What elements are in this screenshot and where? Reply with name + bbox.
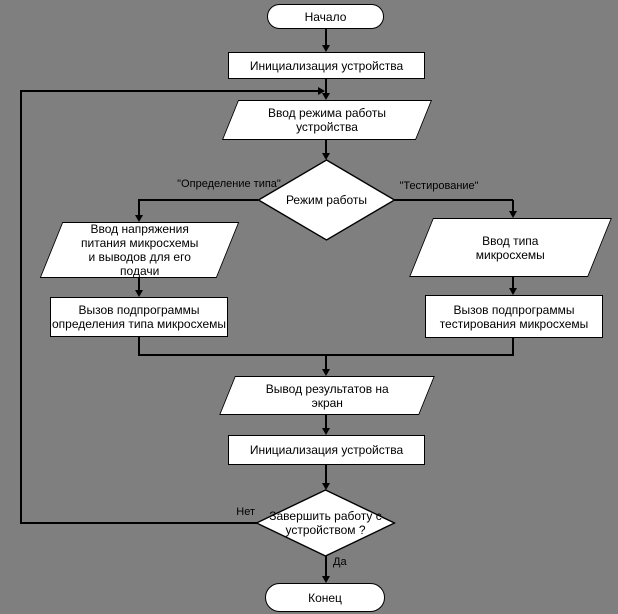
io-input-voltage: Ввод напряжения питания микросхемы и выв… <box>39 222 240 278</box>
arrowhead-icon <box>509 288 517 295</box>
arrowhead-icon <box>322 576 330 583</box>
arrowhead-icon <box>322 93 330 100</box>
decision-mode-label: Режим работы <box>285 193 368 207</box>
edge-detect-horizontal <box>138 199 258 201</box>
arrowhead-icon <box>322 483 330 490</box>
edge-calldetect-down <box>138 337 140 355</box>
arrowhead-icon <box>322 45 330 52</box>
decision-finish: Завершить работу с устройством ? <box>255 489 396 557</box>
terminator-end-label: Конец <box>308 590 342 605</box>
edge-calltest-down <box>512 338 514 355</box>
io-input-voltage-label: Ввод напряжения питания микросхемы и выв… <box>80 222 199 278</box>
arrowhead-icon <box>135 215 143 222</box>
edge-test-vertical <box>512 200 514 212</box>
io-input-chip-type: Ввод типа микросхемы <box>409 218 612 277</box>
arrowhead-icon <box>135 290 143 297</box>
edge-yes-vertical <box>325 556 327 577</box>
terminator-end: Конец <box>265 583 385 612</box>
io-output-results-label: Вывод результатов на экран <box>265 381 389 410</box>
process-init-device-top-label: Инициализация устройства <box>249 58 404 73</box>
terminator-start: Начало <box>267 4 384 29</box>
edge-output-to-init2 <box>325 415 327 429</box>
edge-chiptype-to-calltest <box>512 277 514 289</box>
edge-loop-top <box>20 90 318 92</box>
branch-label-test: "Тестирование" <box>399 180 479 192</box>
edge-loop-bottom <box>20 522 258 524</box>
edge-voltage-to-calldetect <box>138 278 140 291</box>
process-call-test-label: Вызов подпрограммы тестирования микросхе… <box>439 302 589 331</box>
arrowhead-icon <box>509 211 517 218</box>
arrowhead-icon <box>318 87 325 95</box>
edge-test-horizontal <box>394 199 513 201</box>
edge-loop-left <box>20 91 22 523</box>
terminator-start-label: Начало <box>304 9 347 24</box>
edge-start-to-init <box>325 28 327 46</box>
process-call-detect-label: Вызов подпрограммы определения типа микр… <box>51 303 227 331</box>
edge-detect-vertical <box>138 200 140 216</box>
arrowhead-icon <box>322 153 330 160</box>
decision-mode-diamond-icon <box>257 159 396 241</box>
edge-inputmode-to-decision <box>325 140 327 154</box>
process-call-detect-subroutine: Вызов подпрограммы определения типа микр… <box>50 297 228 337</box>
io-output-results: Вывод результатов на экран <box>219 376 435 415</box>
io-input-chip-type-label: Ввод типа микросхемы <box>476 233 545 262</box>
io-input-mode-label: Ввод режима работы устройства <box>268 106 386 134</box>
arrowhead-icon <box>322 428 330 435</box>
process-call-test-subroutine: Вызов подпрограммы тестирования микросхе… <box>425 295 603 338</box>
process-init-device-top: Инициализация устройства <box>228 52 425 79</box>
decision-finish-diamond-icon <box>255 489 396 557</box>
edge-init2-to-finish <box>325 465 327 484</box>
edge-merge-to-output <box>325 355 327 370</box>
branch-label-yes: Да <box>333 556 347 568</box>
io-input-mode: Ввод режима работы устройства <box>221 100 433 140</box>
edge-merge-horizontal <box>138 354 514 356</box>
branch-label-detect: "Определение типа" <box>177 178 281 190</box>
arrowhead-icon <box>322 369 330 376</box>
edge-init-to-inputmode <box>325 79 327 95</box>
decision-finish-label: Завершить работу с устройством ? <box>269 509 382 537</box>
process-init-device-bottom-label: Инициализация устройства <box>249 443 404 457</box>
process-init-device-bottom: Инициализация устройства <box>228 435 425 465</box>
branch-label-no: Нет <box>236 506 255 518</box>
decision-mode: Режим работы <box>257 159 396 241</box>
